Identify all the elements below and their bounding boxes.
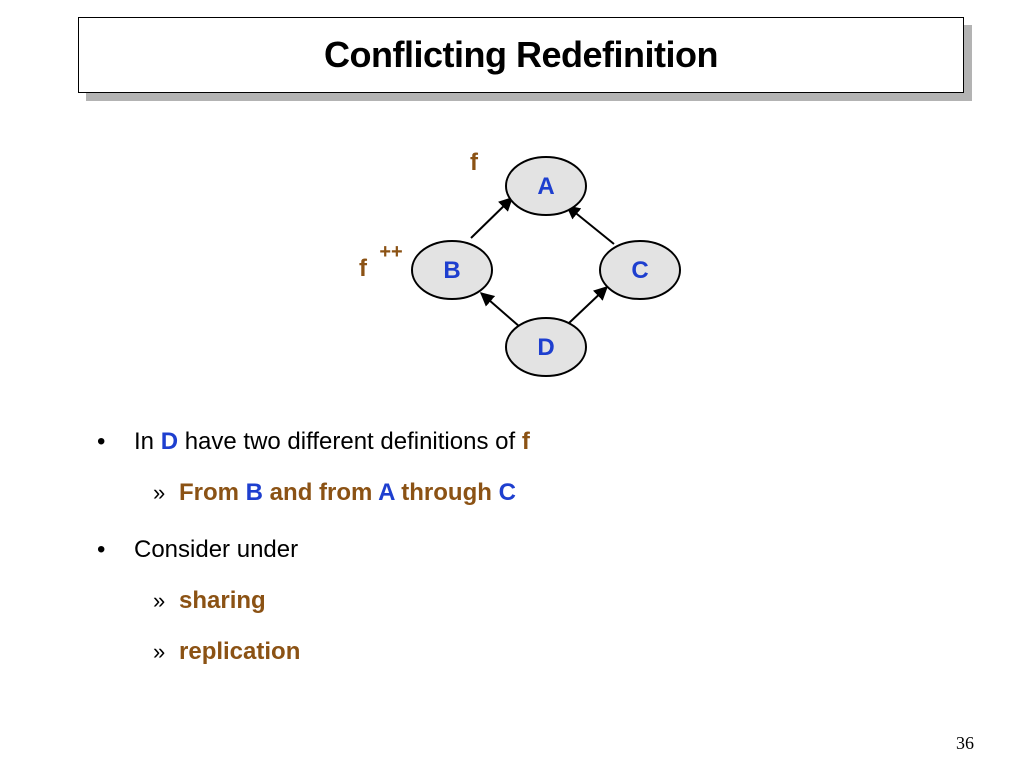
bullet-1-text-in: In bbox=[134, 428, 161, 455]
sub-bullet-3: replication bbox=[179, 638, 300, 666]
label-f-at-b: f bbox=[359, 255, 368, 282]
sub-bullet-marker: » bbox=[153, 639, 166, 664]
bullet-marker: • bbox=[97, 428, 106, 455]
sub-bullet-3-text: replication bbox=[179, 638, 301, 665]
edge-b-to-a bbox=[470, 197, 514, 239]
edge-d-to-b bbox=[479, 292, 521, 328]
sub-bullet-1-b: B bbox=[245, 479, 264, 506]
node-b: B bbox=[411, 240, 493, 300]
label-f-at-a: f bbox=[470, 149, 479, 176]
node-b-label: B bbox=[443, 257, 460, 284]
sub-bullet-1: From B and from A through C bbox=[179, 479, 516, 507]
sub-bullet-1-through: through bbox=[394, 479, 499, 506]
sub-bullet-marker: » bbox=[153, 588, 166, 613]
node-c-label: C bbox=[631, 257, 648, 284]
sub-bullet-2-text: sharing bbox=[179, 587, 266, 614]
node-c: C bbox=[599, 240, 681, 300]
bullet-2-text: Consider under bbox=[134, 536, 299, 563]
inheritance-diagram: A B C D f f ++ bbox=[359, 149, 681, 377]
bullet-1-text-mid: have two different definitions of bbox=[178, 428, 522, 455]
title-box: Conflicting Redefinition bbox=[78, 17, 964, 93]
page-title: Conflicting Redefinition bbox=[324, 34, 718, 75]
bullet-1-f: f bbox=[521, 428, 530, 455]
sub-bullet-1-c: C bbox=[498, 479, 516, 506]
bullet-1: In D have two different definitions of f bbox=[134, 428, 530, 456]
edge-d-to-c bbox=[568, 286, 609, 324]
page-number: 36 bbox=[956, 733, 974, 753]
node-d: D bbox=[505, 317, 587, 377]
bullet-2: Consider under bbox=[134, 536, 298, 564]
sub-bullet-marker: » bbox=[153, 480, 166, 505]
node-a-label: A bbox=[537, 173, 554, 200]
label-plusplus-at-b: ++ bbox=[379, 241, 402, 263]
bullet-marker: • bbox=[97, 536, 106, 563]
sub-bullet-1-a: A bbox=[378, 479, 395, 506]
node-a: A bbox=[505, 156, 587, 216]
edge-c-to-a bbox=[565, 205, 615, 245]
sub-bullet-1-and-from: and from bbox=[263, 479, 379, 506]
sub-bullet-2: sharing bbox=[179, 587, 266, 615]
sub-bullet-1-from: From bbox=[179, 479, 246, 506]
bullet-1-d: D bbox=[160, 428, 179, 455]
node-d-label: D bbox=[537, 334, 554, 361]
